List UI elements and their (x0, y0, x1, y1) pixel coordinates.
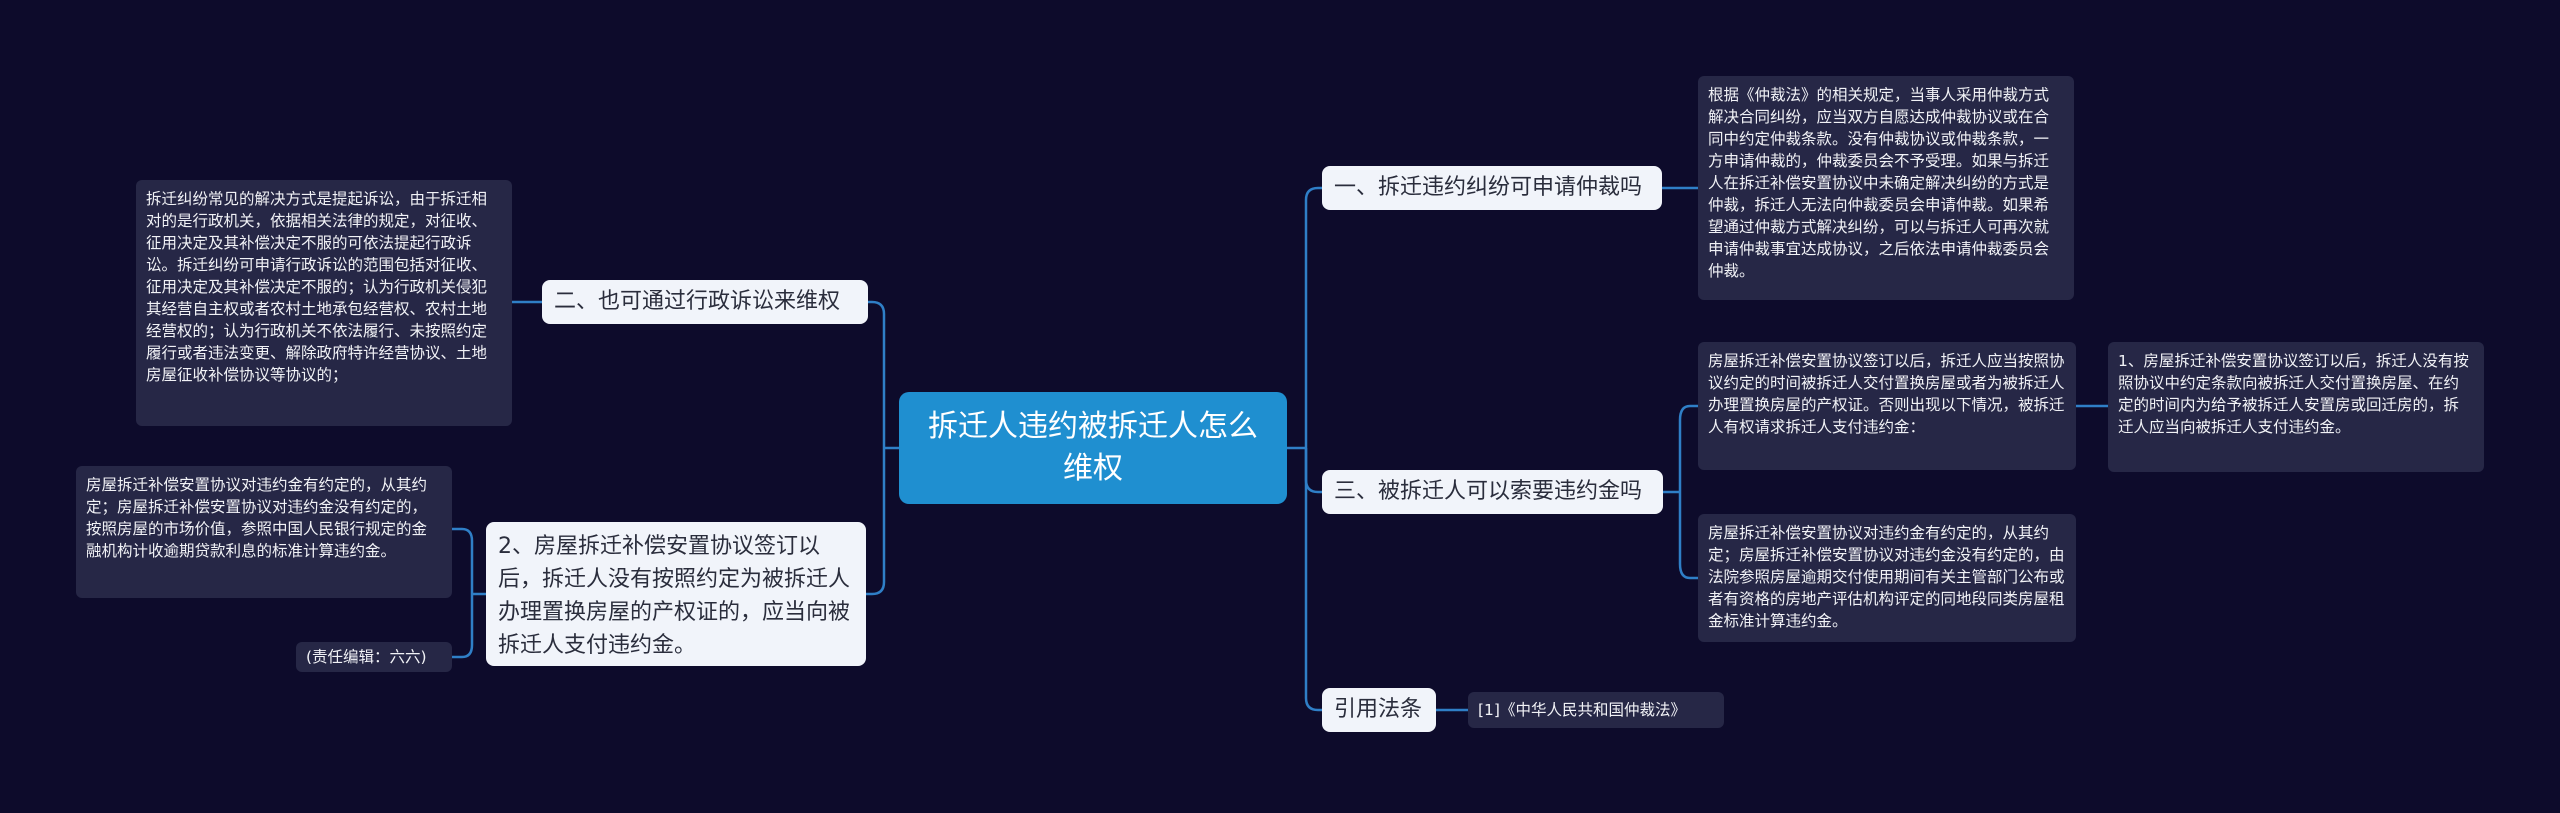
topic-administrative-litigation[interactable]: 二、也可通过行政诉讼来维权 (542, 280, 868, 324)
topic-arbitration-label: 一、拆迁违约纠纷可申请仲裁吗 (1334, 175, 1643, 200)
damages-detail-2-text: 房屋拆迁补偿安置协议对违约金有约定的，从其约定；房屋拆迁补偿安置协议对违约金没有… (1708, 524, 2065, 630)
topic-arbitration[interactable]: 一、拆迁违约纠纷可申请仲裁吗 (1322, 166, 1662, 210)
damages-detail-1-sub: 1、房屋拆迁补偿安置协议签订以后，拆迁人没有按照协议中约定条款向被拆迁人交付置换… (2108, 342, 2484, 472)
certificate-detail-text: 房屋拆迁补偿安置协议对违约金有约定的，从其约定；房屋拆迁补偿安置协议对违约金没有… (86, 476, 428, 560)
arbitration-detail: 根据《仲裁法》的相关规定，当事人采用仲裁方式解决合同纠纷，应当双方自愿达成仲裁协… (1698, 76, 2074, 300)
arbitration-detail-text: 根据《仲裁法》的相关规定，当事人采用仲裁方式解决合同纠纷，应当双方自愿达成仲裁协… (1708, 86, 2050, 280)
topic-administrative-litigation-label: 二、也可通过行政诉讼来维权 (554, 289, 841, 314)
damages-detail-1: 房屋拆迁补偿安置协议签订以后，拆迁人应当按照协议约定的时间被拆迁人交付置换房屋或… (1698, 342, 2076, 470)
topic-liquidated-damages[interactable]: 三、被拆迁人可以索要违约金吗 (1322, 470, 1663, 514)
litigation-detail-text: 拆迁纠纷常见的解决方式是提起诉讼，由于拆迁相对的是行政机关，依据相关法律的规定，… (146, 190, 488, 384)
root-topic[interactable]: 拆迁人违约被拆迁人怎么维权 (899, 392, 1287, 504)
topic-cited-law[interactable]: 引用法条 (1322, 688, 1436, 732)
litigation-detail: 拆迁纠纷常见的解决方式是提起诉讼，由于拆迁相对的是行政机关，依据相关法律的规定，… (136, 180, 512, 426)
certificate-detail: 房屋拆迁补偿安置协议对违约金有约定的，从其约定；房屋拆迁补偿安置协议对违约金没有… (76, 466, 452, 598)
topic-liquidated-damages-label: 三、被拆迁人可以索要违约金吗 (1334, 479, 1643, 504)
cited-law-text: [1]《中华人民共和国仲裁法》 (1478, 701, 1686, 719)
damages-detail-1-sub-text: 1、房屋拆迁补偿安置协议签订以后，拆迁人没有按照协议中约定条款向被拆迁人交付置换… (2118, 352, 2469, 436)
cited-law-detail[interactable]: [1]《中华人民共和国仲裁法》 (1468, 692, 1724, 728)
editor-note-text: (责任编辑：六六) (306, 648, 427, 666)
root-title: 拆迁人违约被拆迁人怎么维权 (928, 409, 1258, 486)
editor-note: (责任编辑：六六) (296, 642, 452, 672)
damages-detail-1-text: 房屋拆迁补偿安置协议签订以后，拆迁人应当按照协议约定的时间被拆迁人交付置换房屋或… (1708, 352, 2065, 436)
topic-cited-law-label: 引用法条 (1334, 697, 1423, 722)
topic-property-certificate-label: 2、房屋拆迁补偿安置协议签订以后，拆迁人没有按照约定为被拆迁人办理置换房屋的产权… (498, 534, 851, 658)
damages-detail-2: 房屋拆迁补偿安置协议对违约金有约定的，从其约定；房屋拆迁补偿安置协议对违约金没有… (1698, 514, 2076, 642)
topic-property-certificate[interactable]: 2、房屋拆迁补偿安置协议签订以后，拆迁人没有按照约定为被拆迁人办理置换房屋的产权… (486, 522, 866, 666)
